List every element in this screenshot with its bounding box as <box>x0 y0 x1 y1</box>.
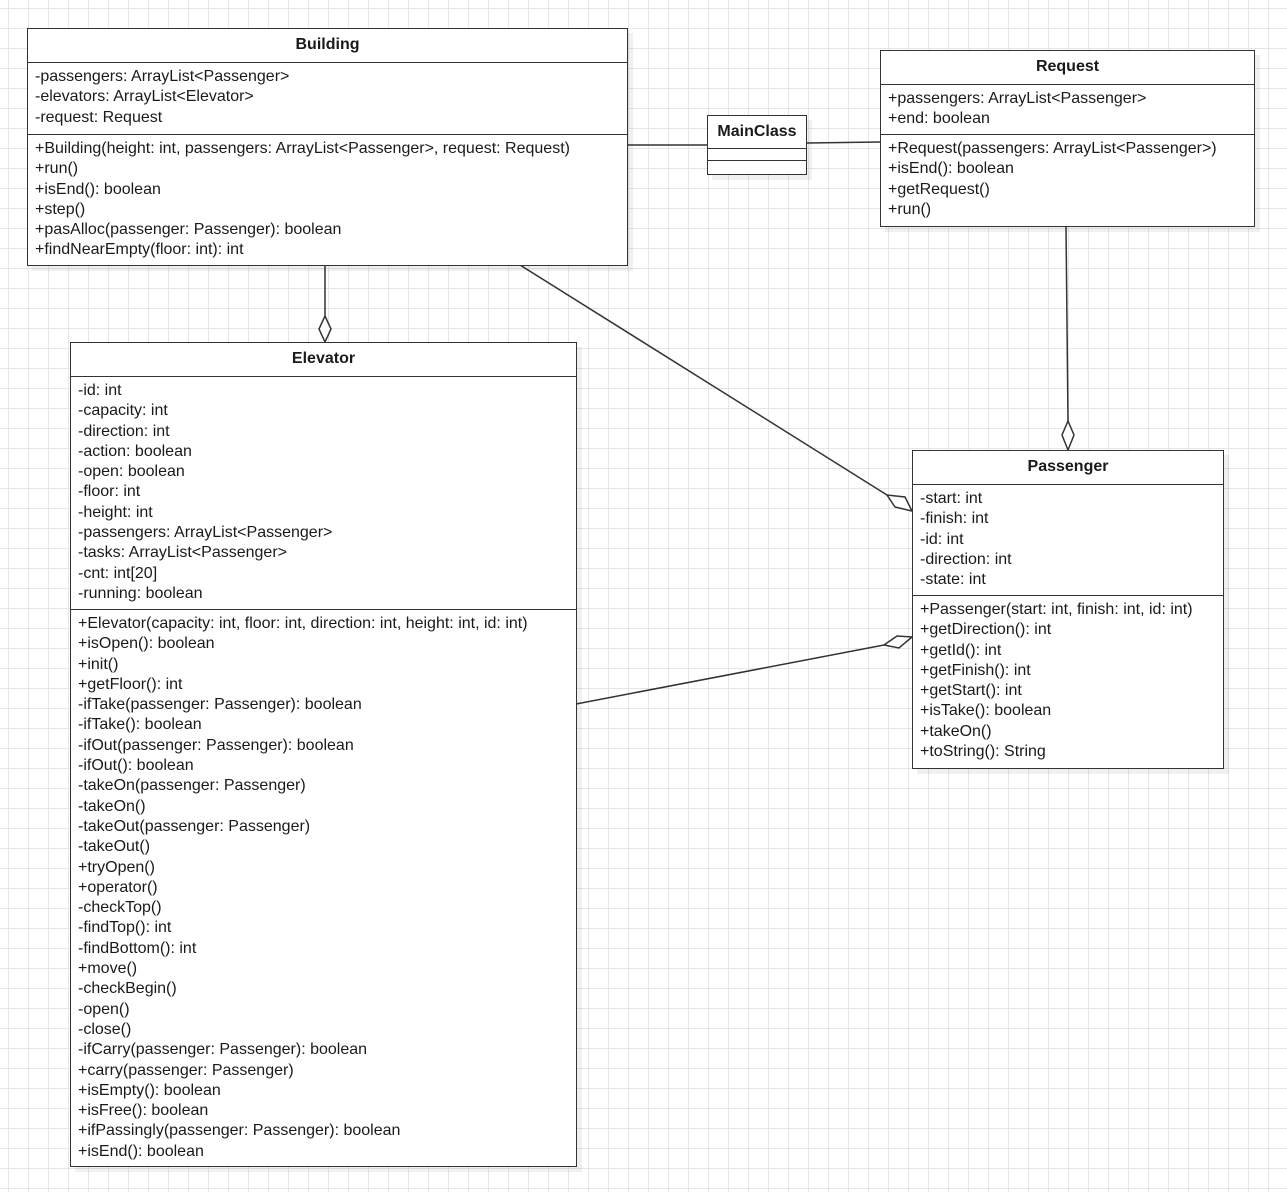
method: +getFloor(): int <box>78 675 183 693</box>
aggregation-diamond-passenger-building <box>885 494 914 513</box>
method: +isEnd(): boolean <box>35 180 161 198</box>
methods-section: +Passenger(start: int, finish: int, id: … <box>913 596 1223 766</box>
attribute: +end: boolean <box>888 110 990 128</box>
method: -takeOut(passenger: Passenger) <box>78 817 311 835</box>
method: +run() <box>888 200 932 218</box>
attribute: -open: boolean <box>78 463 185 481</box>
attribute: -action: boolean <box>78 442 192 460</box>
methods-section <box>708 161 806 173</box>
method: +Elevator(capacity: int, floor: int, dir… <box>78 615 528 632</box>
attribute: -floor: int <box>78 483 141 501</box>
method: -takeOn(passenger: Passenger) <box>78 777 306 795</box>
method: +takeOn() <box>920 722 992 740</box>
aggregation-diamond-passenger-request <box>1061 419 1075 453</box>
aggregation-diamond-elevator <box>318 314 332 344</box>
method: +move() <box>78 960 138 978</box>
method: -ifOut(passenger: Passenger): boolean <box>78 736 354 754</box>
method: +Request(passengers: ArrayList<Passenger… <box>888 140 1217 157</box>
method: -ifTake(): boolean <box>78 716 202 734</box>
aggregation-diamond-passenger-elevator <box>882 635 914 649</box>
method: +getRequest() <box>888 180 990 198</box>
method: -findTop(): int <box>78 919 172 937</box>
method: +init() <box>78 655 119 673</box>
class-elevator[interactable]: Elevator -id: int -capacity: int -direct… <box>70 342 577 1167</box>
method: +isEnd(): boolean <box>78 1142 204 1160</box>
method: +pasAlloc(passenger: Passenger): boolean <box>35 221 342 239</box>
method: +Passenger(start: int, finish: int, id: … <box>920 601 1193 618</box>
aggregation-elevator-passenger[interactable] <box>575 644 885 705</box>
attribute: -id: int <box>920 530 964 548</box>
attributes-section: -id: int -capacity: int -direction: int … <box>71 377 576 610</box>
attribute: -passengers: ArrayList<Passenger> <box>35 68 290 85</box>
attribute: -finish: int <box>920 510 989 528</box>
class-title: Elevator <box>71 343 576 377</box>
class-title: Request <box>881 51 1254 85</box>
attributes-section <box>708 149 806 161</box>
method: +getDirection(): int <box>920 621 1052 639</box>
attribute: -tasks: ArrayList<Passenger> <box>78 544 287 562</box>
attribute: -elevators: ArrayList<Elevator> <box>35 88 254 106</box>
class-mainclass[interactable]: MainClass <box>707 115 807 175</box>
method: +findNearEmpty(floor: int): int <box>35 241 244 259</box>
method: +getStart(): int <box>920 682 1022 700</box>
method: -ifTake(passenger: Passenger): boolean <box>78 696 362 714</box>
method: -takeOn() <box>78 797 146 815</box>
method: -checkTop() <box>78 899 162 917</box>
method: -findBottom(): int <box>78 939 197 957</box>
class-title: Building <box>28 29 627 63</box>
attributes-section: +passengers: ArrayList<Passenger> +end: … <box>881 85 1254 135</box>
attributes-section: -start: int -finish: int -id: int -direc… <box>913 485 1223 596</box>
method: +Building(height: int, passengers: Array… <box>35 140 570 157</box>
method: +getFinish(): int <box>920 661 1031 679</box>
method: +isOpen(): boolean <box>78 635 215 653</box>
class-request[interactable]: Request +passengers: ArrayList<Passenger… <box>880 50 1255 227</box>
method: +isFree(): boolean <box>78 1102 209 1120</box>
methods-section: +Elevator(capacity: int, floor: int, dir… <box>71 610 576 1166</box>
method: -takeOut() <box>78 838 151 856</box>
attribute: -capacity: int <box>78 402 168 420</box>
attribute: -height: int <box>78 503 153 521</box>
attribute: -state: int <box>920 571 986 589</box>
attribute: -running: boolean <box>78 584 203 602</box>
method: +carry(passenger: Passenger) <box>78 1061 294 1079</box>
method: -close() <box>78 1020 132 1038</box>
association-mainclass-request[interactable] <box>806 141 881 144</box>
attribute: -cnt: int[20] <box>78 564 158 582</box>
method: +getId(): int <box>920 641 1002 659</box>
method: +tryOpen() <box>78 858 155 876</box>
class-title: MainClass <box>708 116 806 149</box>
attribute: -direction: int <box>920 550 1012 568</box>
class-building[interactable]: Building -passengers: ArrayList<Passenge… <box>27 28 628 266</box>
method: +isEmpty(): boolean <box>78 1081 221 1099</box>
methods-section: +Request(passengers: ArrayList<Passenger… <box>881 135 1254 224</box>
aggregation-building-passenger[interactable] <box>519 264 888 496</box>
method: -ifCarry(passenger: Passenger): boolean <box>78 1041 368 1059</box>
method: +isTake(): boolean <box>920 702 1052 720</box>
attributes-section: -passengers: ArrayList<Passenger> -eleva… <box>28 63 627 135</box>
method: +toString(): String <box>920 743 1046 761</box>
method: +ifPassingly(passenger: Passenger): bool… <box>78 1122 401 1140</box>
methods-section: +Building(height: int, passengers: Array… <box>28 135 627 265</box>
method: -open() <box>78 1000 130 1018</box>
attribute: -id: int <box>78 382 122 399</box>
method: -ifOut(): boolean <box>78 757 194 775</box>
class-title: Passenger <box>913 451 1223 485</box>
attribute: -direction: int <box>78 422 170 440</box>
method: +operator() <box>78 878 158 896</box>
attribute: -request: Request <box>35 108 163 126</box>
attribute: +passengers: ArrayList<Passenger> <box>888 90 1147 107</box>
class-passenger[interactable]: Passenger -start: int -finish: int -id: … <box>912 450 1224 769</box>
aggregation-request-passenger[interactable] <box>1065 225 1069 422</box>
method: +step() <box>35 200 86 218</box>
method: -checkBegin() <box>78 980 177 998</box>
attribute: -passengers: ArrayList<Passenger> <box>78 524 333 542</box>
method: +isEnd(): boolean <box>888 160 1014 178</box>
attribute: -start: int <box>920 490 983 507</box>
method: +run() <box>35 160 79 178</box>
